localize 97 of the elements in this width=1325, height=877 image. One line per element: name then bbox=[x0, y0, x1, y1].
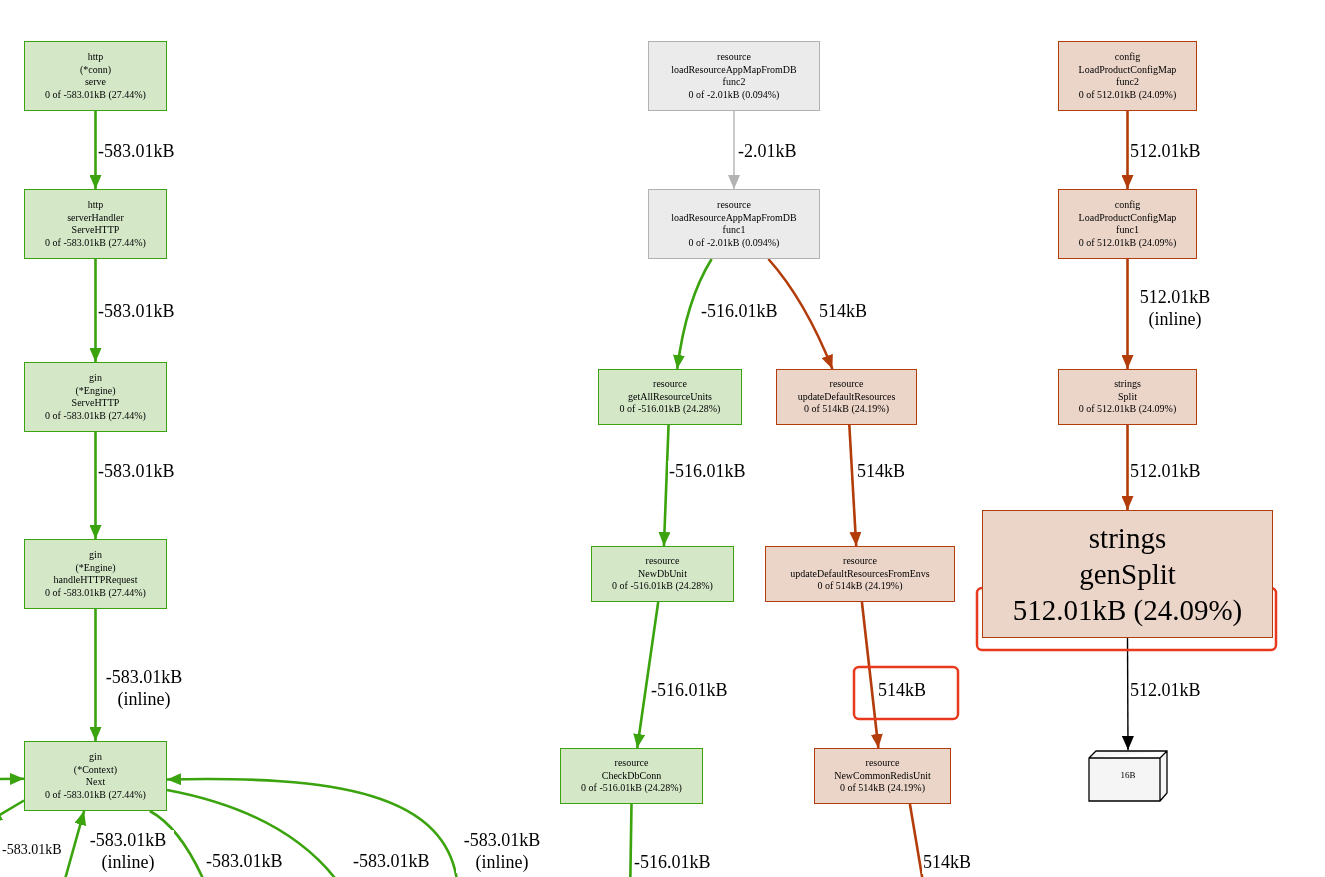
function-label: func1 bbox=[722, 224, 746, 237]
function-label: 16B bbox=[1120, 770, 1136, 782]
function-box bbox=[1058, 41, 1197, 111]
function-box bbox=[982, 510, 1273, 638]
function-box bbox=[598, 369, 742, 425]
arrow bbox=[167, 773, 460, 877]
arrow bbox=[848, 424, 862, 547]
function-label: ServeHTTP bbox=[71, 224, 120, 237]
function-label: 0 of -2.01kB (0.094%) bbox=[688, 88, 780, 101]
arrow bbox=[0, 772, 24, 785]
function-label: handleHTTPRequest bbox=[53, 574, 138, 587]
function-label: func1 bbox=[1116, 224, 1139, 237]
function-label: NewCommonRedisUnit bbox=[834, 769, 931, 783]
function-label: loadResourceAppMapFromDB bbox=[671, 63, 797, 76]
function-label: 512.01kB (24.09%) bbox=[1012, 593, 1243, 629]
function-label: 0 of 514kB (24.19%) bbox=[804, 403, 889, 416]
function-label: (*Context) bbox=[73, 763, 118, 776]
arrow bbox=[1121, 259, 1134, 369]
function-label: 0 of -583.01kB (27.44%) bbox=[45, 409, 146, 422]
function-label: gin bbox=[89, 549, 102, 562]
function-label: gin bbox=[89, 372, 102, 385]
arrow bbox=[89, 609, 102, 741]
function-label: resource bbox=[717, 51, 751, 64]
function-label: updateDefaultResourcesFromEnvs bbox=[790, 567, 930, 581]
function-label: Split bbox=[1118, 390, 1137, 404]
function-label: resource bbox=[653, 378, 687, 391]
function-box bbox=[24, 41, 167, 111]
function-label: (*conn) bbox=[79, 63, 112, 76]
function-label: NewDbUnit bbox=[638, 567, 687, 581]
function-label: func2 bbox=[1116, 76, 1139, 89]
function-label: 0 of -583.01kB (27.44%) bbox=[45, 788, 146, 801]
arrow bbox=[1121, 637, 1134, 751]
function-label: loadResourceAppMapFromDB bbox=[671, 211, 797, 224]
function-box bbox=[24, 539, 167, 609]
function-label: CheckDbConn bbox=[601, 769, 662, 783]
function-label: resource bbox=[829, 378, 864, 391]
function-box bbox=[1058, 369, 1197, 425]
function-box bbox=[24, 362, 167, 432]
function-label: 0 of -516.01kB (24.28%) bbox=[581, 782, 682, 795]
function-box bbox=[560, 748, 703, 804]
arrow bbox=[89, 432, 102, 539]
function-box bbox=[1058, 189, 1197, 259]
function-label: gin bbox=[89, 751, 102, 764]
arrow bbox=[673, 258, 713, 370]
arrow bbox=[1121, 111, 1134, 189]
function-box bbox=[591, 546, 734, 602]
function-label: updateDefaultResources bbox=[797, 390, 896, 404]
function-label: 0 of 512.01kB (24.09%) bbox=[1078, 403, 1177, 416]
function-label: genSplit bbox=[1079, 556, 1176, 592]
function-label: resource bbox=[717, 199, 751, 212]
function-label: config bbox=[1114, 51, 1141, 64]
function-label: 0 of 514kB (24.19%) bbox=[817, 580, 903, 593]
function-label: func2 bbox=[722, 76, 746, 89]
function-label: (*Engine) bbox=[75, 561, 116, 574]
function-label: resource bbox=[645, 555, 680, 568]
function-label: resource bbox=[614, 757, 649, 770]
arrow bbox=[658, 424, 671, 547]
function-label: resource bbox=[865, 757, 900, 770]
function-label: serverHandler bbox=[67, 211, 124, 224]
function-label: 0 of -516.01kB (24.28%) bbox=[612, 580, 713, 593]
arrow bbox=[1121, 425, 1134, 510]
function-label: config bbox=[1114, 199, 1141, 212]
edge-label: 514kB bbox=[922, 852, 972, 874]
arrow bbox=[767, 258, 834, 370]
function-box bbox=[814, 748, 951, 804]
function-label: LoadProductConfigMap bbox=[1078, 63, 1177, 76]
function-label: http bbox=[87, 199, 104, 212]
function-label: ServeHTTP bbox=[71, 397, 120, 410]
function-label: resource bbox=[843, 555, 877, 568]
function-label: LoadProductConfigMap bbox=[1078, 211, 1177, 224]
cube-box bbox=[1088, 750, 1168, 802]
function-box bbox=[24, 741, 167, 811]
arrow bbox=[633, 601, 660, 749]
function-label: (*Engine) bbox=[75, 384, 116, 397]
function-label: Next bbox=[85, 776, 106, 789]
function-label: serve bbox=[84, 76, 107, 89]
function-box bbox=[24, 189, 167, 259]
function-label: getAllResourceUnits bbox=[628, 390, 712, 404]
function-label: strings bbox=[1088, 520, 1167, 556]
function-box bbox=[648, 41, 820, 111]
arrow bbox=[860, 601, 883, 749]
function-box bbox=[648, 189, 820, 259]
function-label: 0 of 514kB (24.19%) bbox=[840, 782, 925, 795]
arrow bbox=[89, 111, 102, 189]
function-box bbox=[776, 369, 917, 425]
function-label: strings bbox=[1114, 378, 1141, 391]
arrow bbox=[89, 259, 102, 362]
function-label: 0 of -583.01kB (27.44%) bbox=[45, 586, 146, 599]
function-label: 0 of 512.01kB (24.09%) bbox=[1078, 88, 1177, 101]
function-label: 0 of 512.01kB (24.09%) bbox=[1078, 236, 1177, 249]
function-label: http bbox=[87, 51, 104, 64]
function-label: 0 of -516.01kB (24.28%) bbox=[619, 403, 721, 416]
function-label: 0 of -2.01kB (0.094%) bbox=[688, 236, 780, 249]
arrow bbox=[728, 110, 740, 190]
function-label: 0 of -583.01kB (27.44%) bbox=[45, 236, 146, 249]
function-label: 0 of -583.01kB (27.44%) bbox=[45, 88, 146, 101]
function-box bbox=[765, 546, 955, 602]
